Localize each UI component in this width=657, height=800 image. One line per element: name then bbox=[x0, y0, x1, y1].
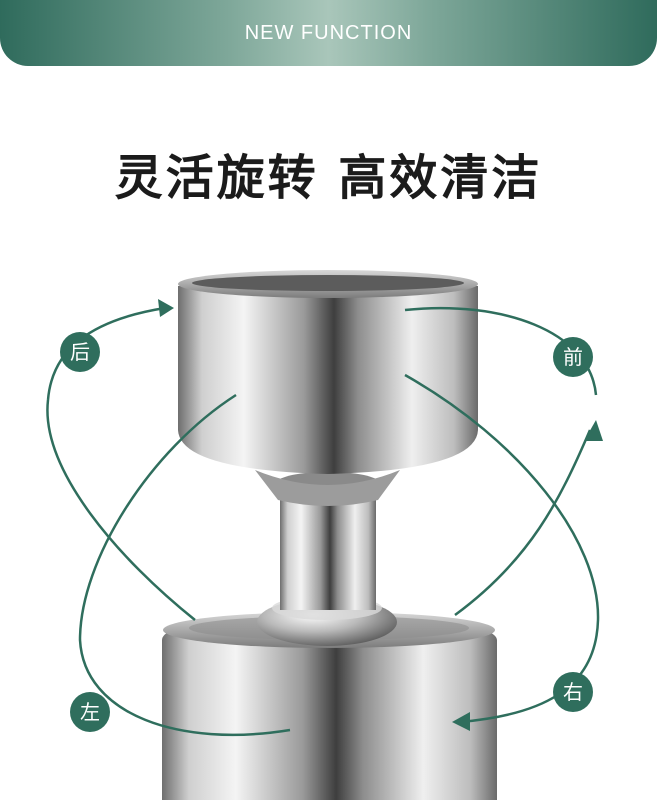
arrow-left-path bbox=[78, 393, 291, 737]
label-right: 右 bbox=[553, 672, 593, 712]
arrow-front-path bbox=[404, 306, 598, 396]
arrowhead-back bbox=[158, 299, 174, 317]
arrowheads bbox=[158, 299, 603, 731]
arrow-right-path bbox=[404, 373, 600, 724]
rotation-arrows bbox=[46, 306, 600, 737]
headline: 灵活旋转 高效清洁 bbox=[114, 150, 543, 206]
arrow-front-lower-path bbox=[454, 429, 592, 617]
label-front: 前 bbox=[553, 337, 593, 377]
aerator-neck bbox=[255, 470, 400, 610]
banner-title: NEW FUNCTION bbox=[244, 22, 413, 44]
label-back: 后 bbox=[60, 332, 100, 372]
label-left: 左 bbox=[70, 692, 110, 732]
arrowhead-front bbox=[584, 420, 603, 441]
arrowhead-right bbox=[452, 712, 470, 731]
top-banner: NEW FUNCTION bbox=[0, 0, 657, 66]
aerator-upper-cup bbox=[178, 270, 478, 474]
arrow-back-path bbox=[46, 306, 196, 621]
